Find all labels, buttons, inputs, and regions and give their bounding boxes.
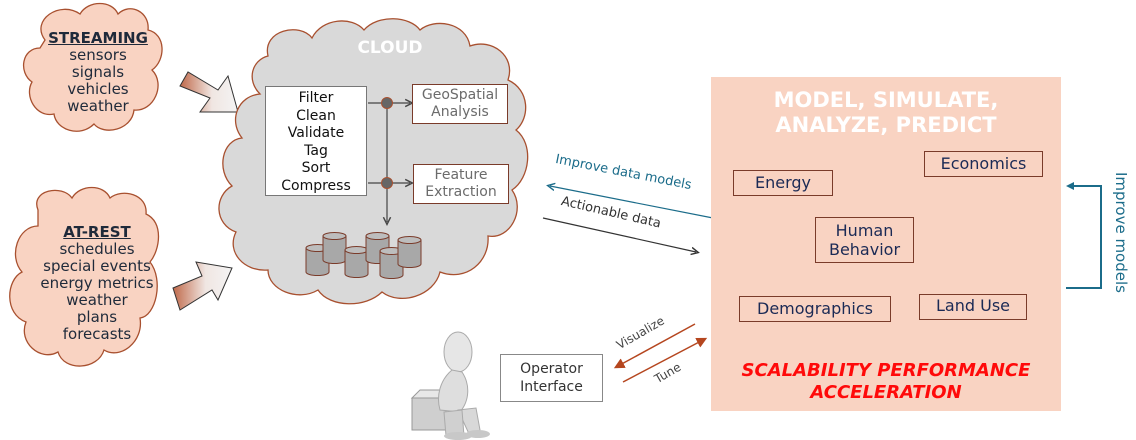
streaming-to-cloud-arrow — [179, 71, 239, 113]
processing-step: Filter — [298, 90, 334, 106]
model-human-behavior: Human Behavior — [815, 217, 914, 263]
processing-step: Clean — [296, 107, 336, 124]
at-rest-item: schedules — [59, 240, 135, 258]
streaming-source-cloud — [22, 2, 163, 132]
streaming-heading: STREAMING — [48, 29, 148, 47]
at-rest-to-cloud-arrow — [172, 261, 233, 311]
feature-extraction-box: Feature Extraction — [413, 164, 509, 204]
processing-step: Tag — [304, 142, 328, 159]
processing-step: Sort — [301, 160, 331, 176]
junction-node — [381, 177, 393, 189]
model-land-use: Land Use — [919, 294, 1027, 320]
footer-line2: ACCELERATION — [810, 382, 962, 403]
processing-step: Validate — [287, 125, 345, 141]
database-cylinder — [322, 232, 347, 264]
improve-models-arrowhead — [1066, 182, 1074, 190]
at-rest-item: energy metrics — [40, 274, 154, 292]
model-demographics: Demographics — [739, 296, 891, 322]
at-rest-source-cloud — [9, 186, 160, 367]
at-rest-item: weather — [66, 291, 128, 309]
streaming-item: vehicles — [67, 80, 129, 98]
at-rest-source: AT-REST schedules special events energy … — [14, 224, 180, 343]
streaming-item: weather — [67, 97, 129, 115]
title-line2: ANALYZE, PREDICT — [775, 113, 997, 137]
geospatial-analysis-box: GeoSpatial Analysis — [412, 84, 508, 124]
streaming-item: sensors — [69, 46, 127, 64]
scalability-performance-acceleration: SCALABILITY PERFORMANCE ACCELERATION — [711, 360, 1061, 404]
model-energy: Energy — [733, 170, 833, 196]
at-rest-heading: AT-REST — [63, 223, 131, 241]
operator-interface-box[interactable]: Operator Interface — [500, 354, 603, 402]
at-rest-item: special events — [43, 257, 151, 275]
at-rest-item: plans — [76, 308, 118, 326]
visualize-arrow — [618, 323, 696, 366]
actionable-data-arrow — [542, 217, 696, 252]
database-cylinder — [397, 236, 422, 268]
improve-data-models-arrow — [550, 186, 714, 219]
model-economics: Economics — [924, 151, 1043, 177]
operator-line2: Interface — [520, 379, 583, 395]
model-panel-title: MODEL, SIMULATE, ANALYZE, PREDICT — [711, 88, 1061, 138]
streaming-item: signals — [71, 63, 125, 81]
database-cylinder — [379, 247, 404, 279]
at-rest-item: forecasts — [62, 325, 132, 343]
operator-person-figure — [410, 331, 490, 440]
streaming-source: STREAMING sensors signals vehicles weath… — [30, 30, 166, 115]
feature-line1: Feature — [434, 167, 488, 183]
geospatial-line1: GeoSpatial — [421, 87, 499, 103]
tune-arrow — [622, 340, 703, 383]
human-line1: Human — [835, 221, 894, 240]
database-cluster — [305, 232, 422, 279]
processing-step: Compress — [281, 177, 351, 194]
database-cylinder — [344, 246, 369, 278]
human-line2: Behavior — [828, 240, 901, 259]
junction-node — [381, 97, 393, 109]
geospatial-line2: Analysis — [431, 104, 489, 120]
cloud-label: CLOUD — [357, 38, 423, 58]
operator-line1: Operator — [520, 361, 583, 377]
footer-line1: SCALABILITY PERFORMANCE — [741, 360, 1031, 381]
title-line1: MODEL, SIMULATE, — [773, 88, 999, 112]
improve-models-label: Improve models — [1112, 172, 1130, 293]
improve-models-loop — [1066, 185, 1102, 289]
feature-line2: Extraction — [425, 184, 497, 200]
processing-steps-box: Filter Clean Validate Tag Sort Compress — [265, 86, 367, 196]
